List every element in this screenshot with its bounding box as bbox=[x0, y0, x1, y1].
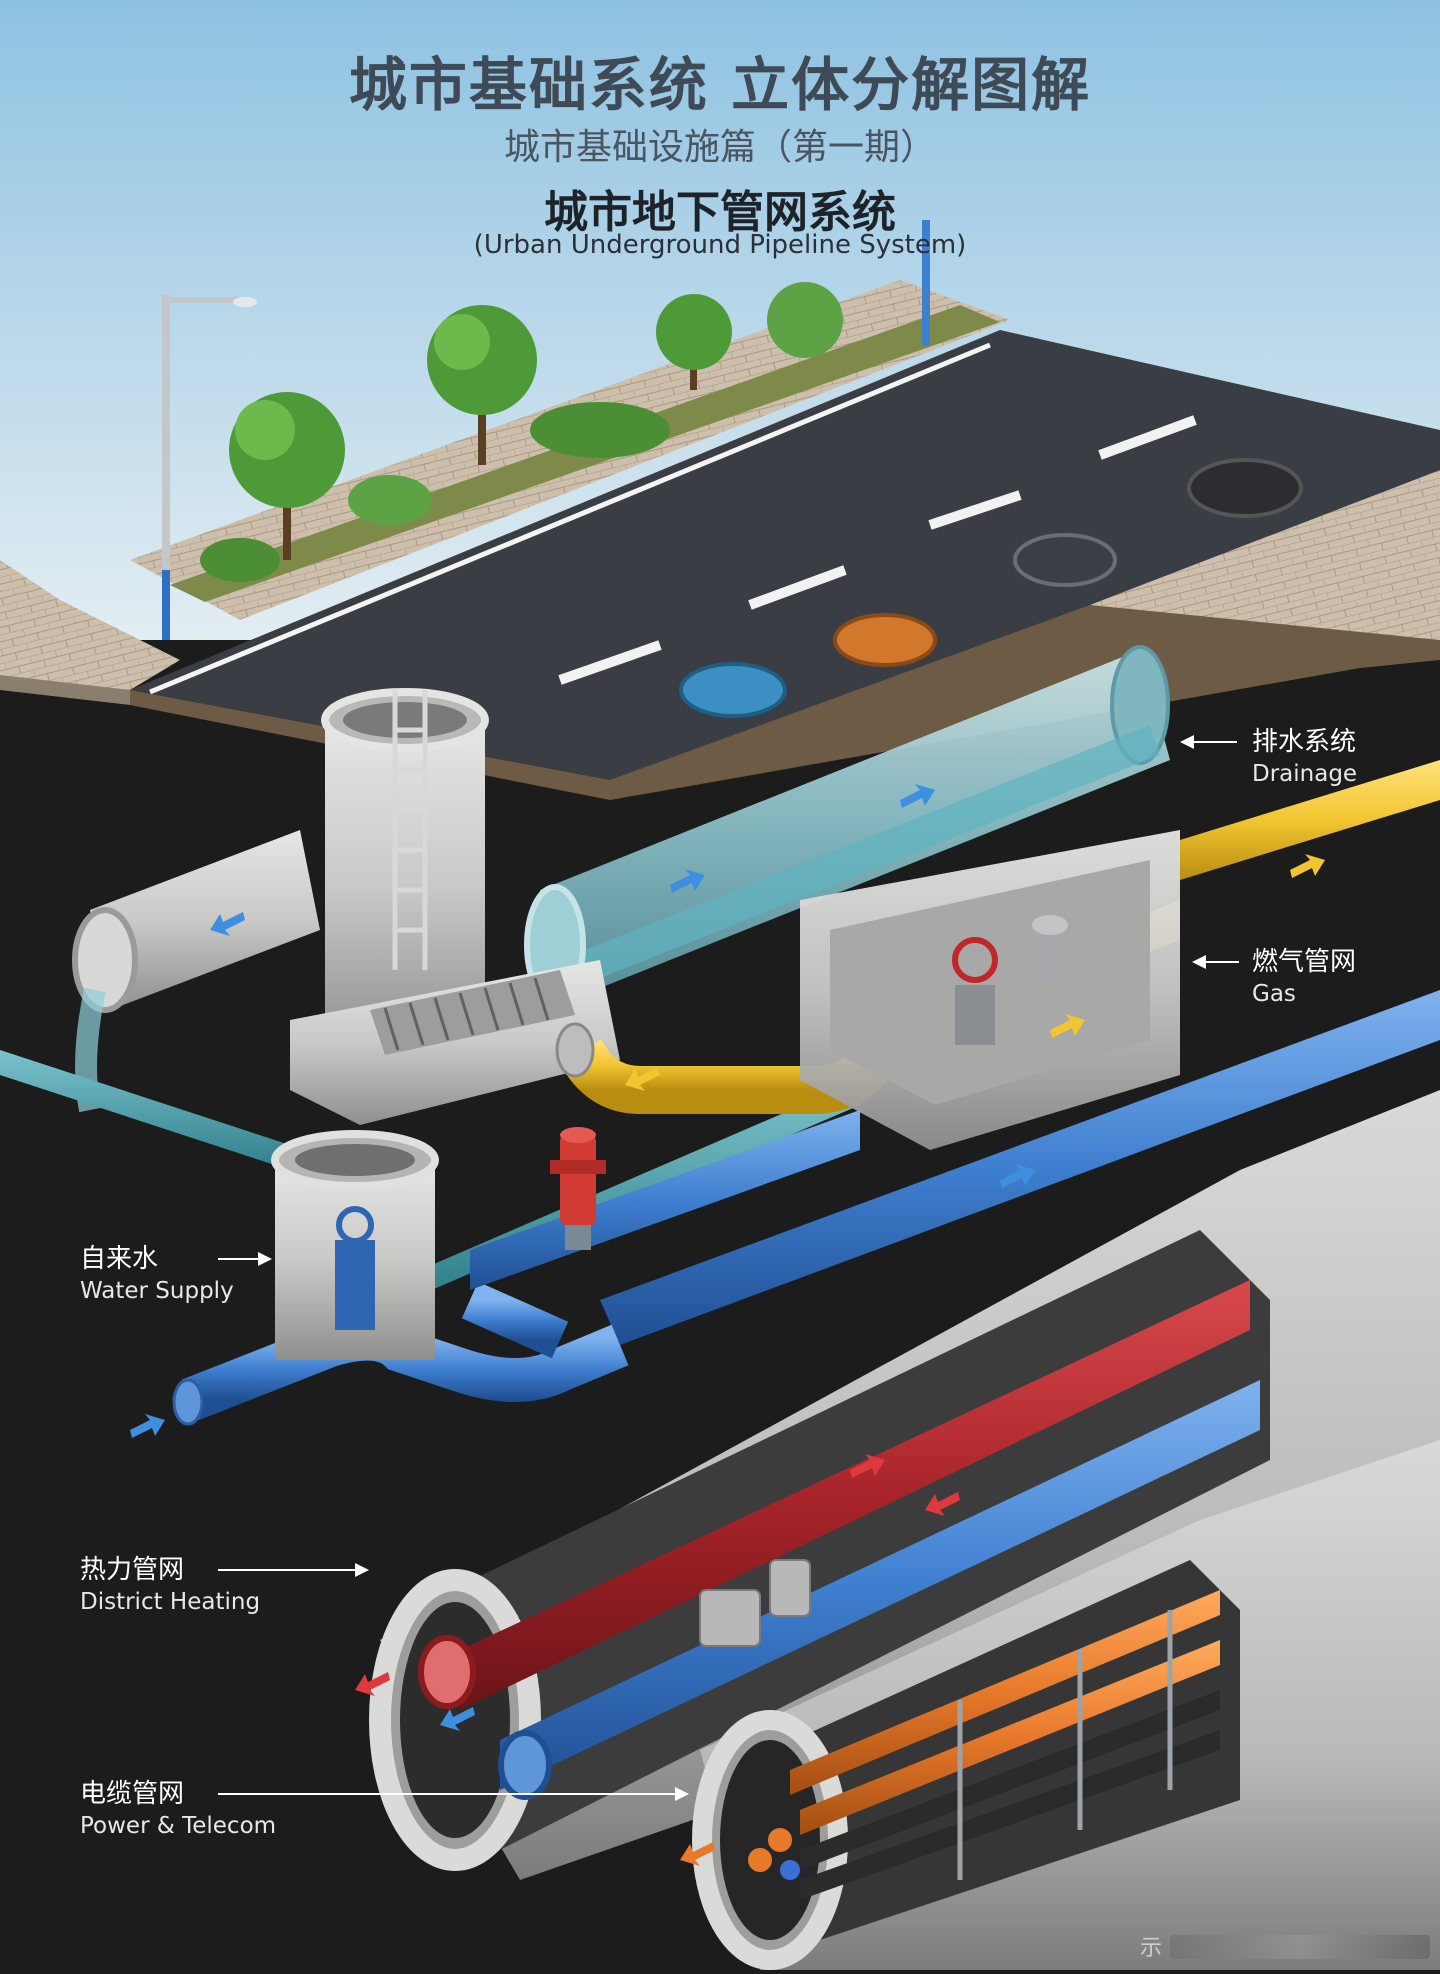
district-heating-label-en: District Heating bbox=[80, 1589, 261, 1615]
district-heating-pointer-arrowhead bbox=[355, 1563, 369, 1577]
drainage-label: 排水系统 Drainage bbox=[1252, 725, 1357, 789]
median-trees bbox=[200, 282, 843, 582]
sub-title: 城市基础设施篇（第一期） bbox=[503, 127, 936, 168]
drainage-label-en: Drainage bbox=[1252, 761, 1358, 787]
flow-arrow bbox=[1290, 854, 1325, 878]
power-telecom-label-en: Power & Telecom bbox=[80, 1813, 277, 1839]
manhole-cover-water bbox=[679, 662, 787, 718]
road-section-face bbox=[130, 605, 1440, 800]
power-telecom-pointer-line bbox=[218, 1793, 678, 1795]
gas-pointer-line bbox=[1204, 961, 1239, 963]
power-telecom-pointer-arrowhead bbox=[675, 1787, 689, 1801]
water-supply-pointer-arrowhead bbox=[258, 1252, 272, 1266]
drainage-pointer-arrowhead bbox=[1180, 735, 1194, 749]
catch-basin bbox=[290, 960, 620, 1125]
flow-arrow bbox=[850, 1454, 885, 1478]
sidewalk-right bbox=[1090, 470, 1440, 650]
curb-left-face bbox=[0, 675, 130, 705]
gas-pointer-arrowhead bbox=[1192, 955, 1206, 969]
flow-arrow bbox=[925, 1492, 960, 1516]
manhole-cover-grey bbox=[1013, 533, 1117, 587]
sidewalk-left bbox=[0, 560, 180, 690]
flow-arrow bbox=[680, 1842, 715, 1866]
shrub bbox=[200, 538, 280, 582]
flow-arrows bbox=[130, 784, 1325, 1866]
water-supply-label-zh: 自来水 bbox=[80, 1244, 159, 1274]
gas-label-zh: 燃气管网 bbox=[1252, 947, 1357, 977]
hedge bbox=[530, 402, 670, 458]
manhole-cover-drain bbox=[1187, 458, 1303, 518]
fire-hydrant bbox=[550, 1127, 606, 1250]
gas-label-en: Gas bbox=[1252, 981, 1296, 1007]
shrub bbox=[348, 475, 432, 525]
drainage-pointer-line bbox=[1192, 741, 1237, 743]
water-supply-label-en: Water Supply bbox=[80, 1278, 234, 1304]
flow-arrow bbox=[355, 1672, 390, 1696]
water-supply-pointer-line bbox=[218, 1258, 263, 1260]
section-subtitle-english: (Urban Underground Pipeline System) bbox=[473, 230, 967, 260]
drainage-label-zh: 排水系统 bbox=[1252, 727, 1357, 757]
lane-markings bbox=[558, 415, 1197, 685]
flow-arrow bbox=[1000, 1164, 1035, 1188]
stormwater-branch-pipe bbox=[0, 1050, 290, 1170]
road-edge-line bbox=[149, 342, 991, 695]
valve-well bbox=[271, 1130, 439, 1360]
flow-arrow bbox=[130, 1414, 165, 1438]
section-title: 城市地下管网系统 bbox=[544, 187, 896, 238]
main-title: 城市基础系统 立体分解图解 bbox=[348, 51, 1092, 119]
street-lamp-pole bbox=[922, 220, 930, 345]
power-telecom-label: 电缆管网 Power & Telecom bbox=[80, 1777, 276, 1841]
power-telecom-label-zh: 电缆管网 bbox=[80, 1779, 185, 1809]
water-supply-label: 自来水 Water Supply bbox=[80, 1242, 234, 1306]
shrub bbox=[767, 282, 843, 358]
tree bbox=[427, 305, 537, 465]
manhole-cover-gas bbox=[833, 613, 937, 667]
flow-arrow bbox=[440, 1707, 475, 1731]
flow-arrow bbox=[900, 784, 935, 808]
watermark-text: 示 bbox=[1140, 1936, 1163, 1961]
tree bbox=[229, 392, 345, 560]
tree bbox=[656, 294, 732, 390]
heating-tunnel bbox=[369, 1090, 1440, 1880]
flow-arrow bbox=[625, 1067, 660, 1091]
street-lamp bbox=[162, 295, 257, 640]
flow-arrow bbox=[670, 869, 705, 893]
power-tunnel bbox=[692, 1440, 1440, 1970]
gas-label: 燃气管网 Gas bbox=[1252, 945, 1356, 1009]
drainage-pipe bbox=[524, 645, 1170, 1006]
district-heating-label-zh: 热力管网 bbox=[80, 1555, 185, 1585]
watermark-blur bbox=[1170, 1935, 1430, 1959]
flow-arrow bbox=[210, 912, 245, 936]
gas-valve-chamber bbox=[800, 830, 1180, 1150]
road-surface bbox=[130, 330, 1440, 780]
district-heating-pointer-line bbox=[218, 1569, 358, 1571]
flow-arrow bbox=[1050, 1014, 1085, 1038]
district-heating-label: 热力管网 District Heating bbox=[80, 1553, 260, 1617]
